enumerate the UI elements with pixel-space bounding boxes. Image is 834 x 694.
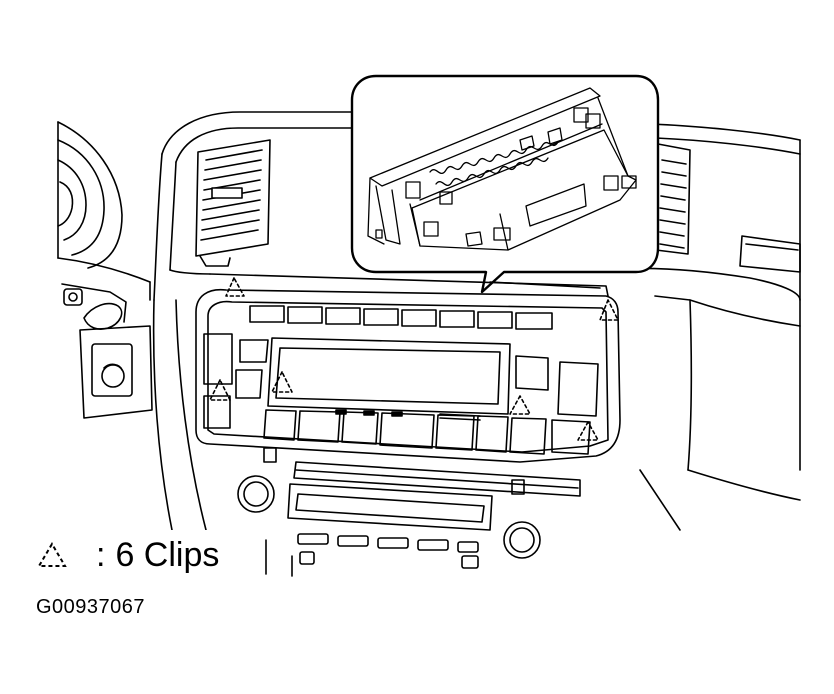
left-air-vent xyxy=(195,139,271,267)
legend-colon: : xyxy=(96,535,106,574)
audio-unit xyxy=(237,447,581,577)
callout-balloon xyxy=(350,74,660,294)
indicator-slots xyxy=(335,409,481,421)
bottom-button-row xyxy=(263,409,547,455)
clip-markers xyxy=(209,277,619,441)
climate-control-panel xyxy=(195,288,621,463)
dashboard-contours xyxy=(152,111,801,531)
climate-display xyxy=(239,337,511,415)
clip-legend: : 6 Clips xyxy=(36,530,230,580)
clip-marker-right xyxy=(577,421,599,441)
clip-marker-top-left xyxy=(225,277,245,297)
top-button-row xyxy=(249,305,553,330)
clip-marker-top-right xyxy=(599,299,619,321)
clip-marker-left xyxy=(209,379,231,401)
clip-marker-center-left xyxy=(271,371,293,393)
right-side-buttons xyxy=(515,355,599,455)
instrument-cluster xyxy=(57,121,151,301)
figure-code: G00937067 xyxy=(36,596,146,618)
climate-unit-detail xyxy=(367,87,637,251)
right-dash-slot xyxy=(739,235,801,273)
right-air-vent xyxy=(655,143,691,255)
dashed-triangle-icon xyxy=(37,542,67,567)
legend-label: 6 Clips xyxy=(115,535,220,574)
left-switch-panel xyxy=(61,283,153,419)
clip-marker-center-right xyxy=(509,395,531,415)
left-side-buttons xyxy=(203,333,263,429)
callout-pointer xyxy=(209,273,609,297)
